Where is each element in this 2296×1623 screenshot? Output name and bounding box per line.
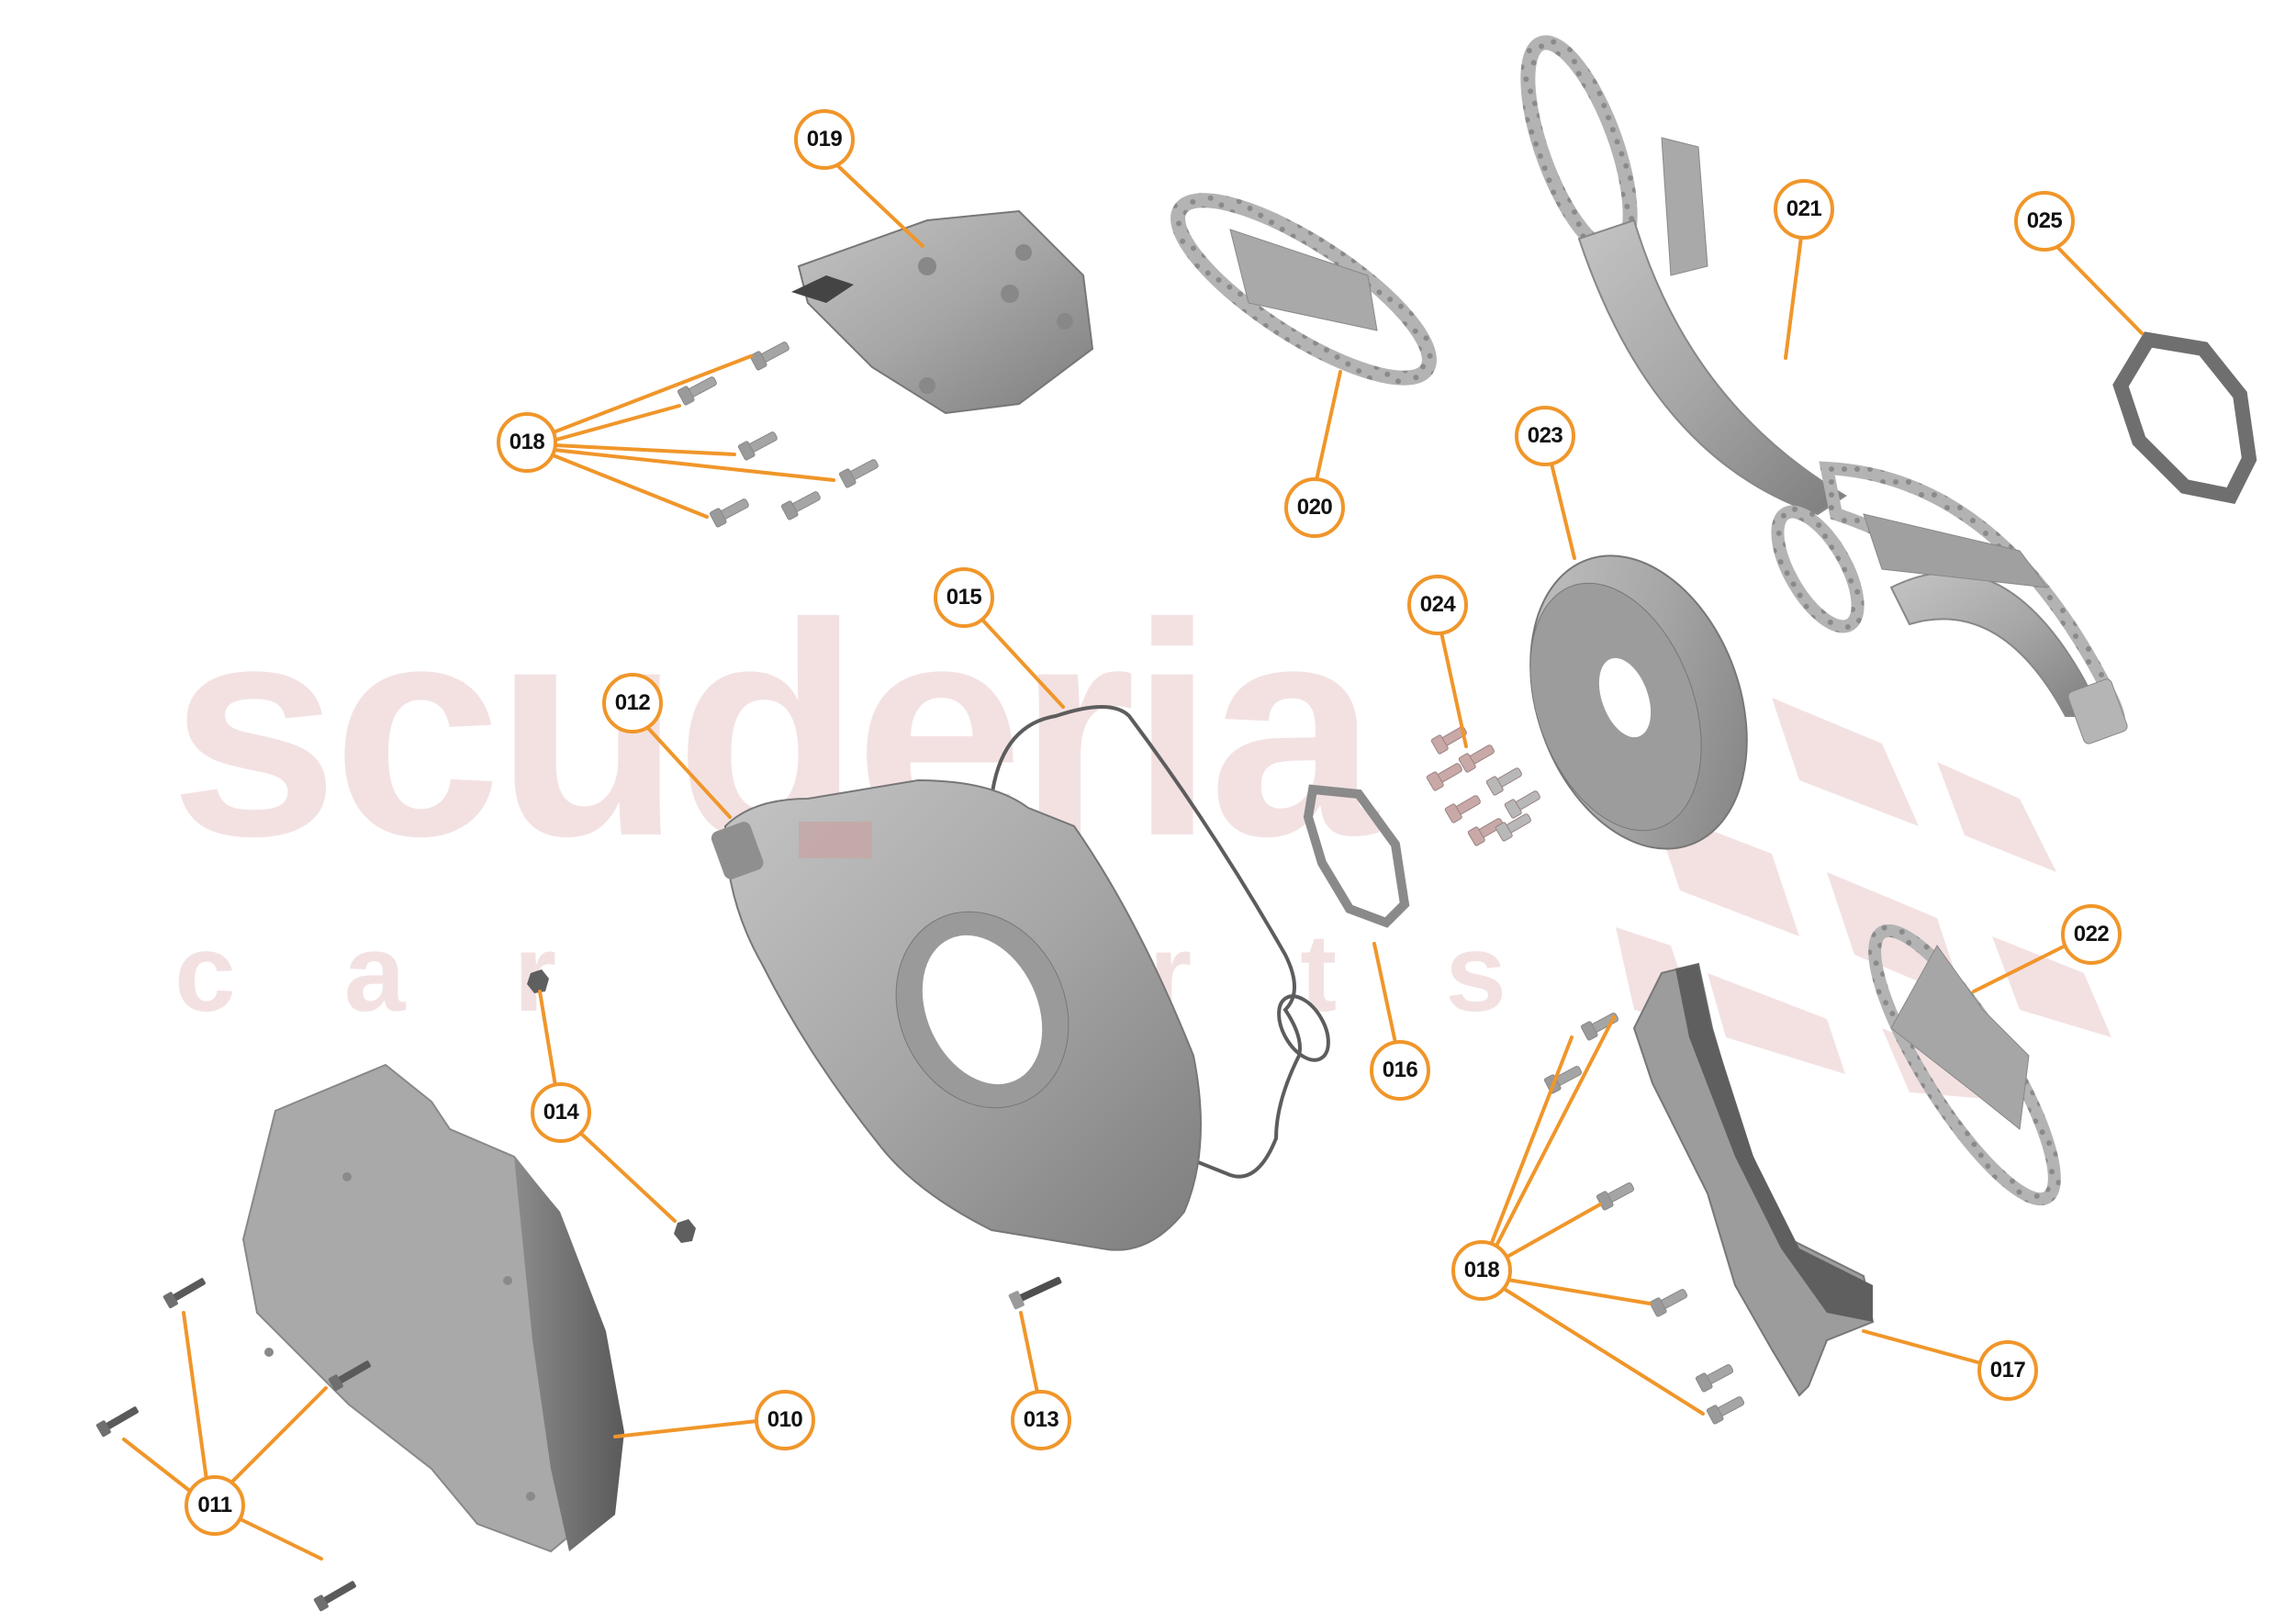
callout-016[interactable]: 016 bbox=[1370, 1040, 1430, 1101]
callout-021[interactable]: 021 bbox=[1774, 179, 1834, 240]
callout-022[interactable]: 022 bbox=[2061, 904, 2122, 965]
callout-018-bottom[interactable]: 018 bbox=[1451, 1240, 1512, 1301]
callout-013[interactable]: 013 bbox=[1011, 1390, 1071, 1450]
callout-025[interactable]: 025 bbox=[2014, 191, 2075, 252]
part-023-damper bbox=[1529, 554, 1748, 850]
callout-019[interactable]: 019 bbox=[794, 109, 855, 170]
callout-010[interactable]: 010 bbox=[755, 1390, 815, 1450]
part-025-seal-ring bbox=[2112, 331, 2257, 505]
part-017-bracket bbox=[1632, 962, 1875, 1397]
part-010-cover-plate bbox=[241, 1063, 624, 1553]
part-016-seal-ring bbox=[1303, 784, 1410, 928]
callout-011[interactable]: 011 bbox=[185, 1475, 245, 1536]
part-012-front-cover bbox=[711, 778, 1202, 1251]
callout-024[interactable]: 024 bbox=[1407, 575, 1468, 635]
part-015-gasket bbox=[990, 705, 1330, 1179]
callout-018-top[interactable]: 018 bbox=[497, 412, 557, 473]
part-020-chain bbox=[1170, 193, 1437, 386]
callout-017[interactable]: 017 bbox=[1977, 1340, 2038, 1401]
bolts-024 bbox=[1426, 726, 1540, 846]
bolts-018-top bbox=[677, 341, 879, 528]
callout-015[interactable]: 015 bbox=[934, 567, 994, 628]
callout-014[interactable]: 014 bbox=[531, 1082, 591, 1143]
bolts-011 bbox=[95, 1278, 371, 1612]
part-019-housing bbox=[791, 209, 1094, 415]
callout-020[interactable]: 020 bbox=[1284, 477, 1345, 538]
part-021-chain-guides bbox=[1520, 35, 2128, 744]
nuts-014 bbox=[527, 969, 696, 1243]
bolt-013 bbox=[1008, 1276, 1062, 1310]
callout-023[interactable]: 023 bbox=[1515, 406, 1575, 466]
leader-lines bbox=[122, 163, 2144, 1561]
callout-012[interactable]: 012 bbox=[602, 673, 663, 733]
part-022-chain bbox=[1868, 923, 2061, 1206]
